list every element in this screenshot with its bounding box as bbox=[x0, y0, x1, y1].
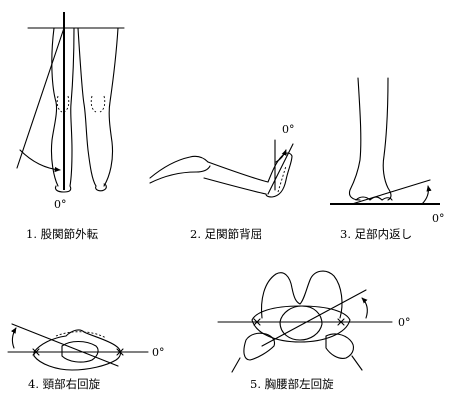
angle-arrow bbox=[19, 149, 61, 173]
torso-top-view-illustration bbox=[231, 270, 363, 373]
leg-illustration bbox=[348, 77, 393, 201]
figure-neck-right-rotation: 0° 4. 頸部右回旋 bbox=[7, 323, 165, 391]
figure-hip-abduction: 0° 1. 股関節外転 bbox=[16, 12, 125, 241]
landmark-marks bbox=[32, 348, 124, 356]
zero-degree-label: 0° bbox=[152, 346, 165, 359]
zero-degree-label: 0° bbox=[282, 123, 295, 136]
angle-arrow bbox=[421, 185, 432, 205]
zero-degree-label: 0° bbox=[398, 316, 411, 329]
zero-degree-label: 0° bbox=[432, 212, 445, 225]
figure-thoracolumbar-left-rotation: 0° 5. 胸腰部左回旋 bbox=[217, 270, 411, 391]
figure-ankle-dorsiflexion: 0° 2. 足関節背屈 bbox=[149, 123, 295, 241]
goniometer-arm-line bbox=[11, 323, 119, 367]
zero-degree-label: 0° bbox=[54, 198, 67, 211]
angle-arrow bbox=[361, 297, 368, 319]
goniometer-arm-line bbox=[351, 179, 431, 205]
goniometer-arm-line bbox=[261, 289, 367, 347]
figure-caption: 2. 足関節背屈 bbox=[190, 227, 262, 241]
goniometer-arm-line bbox=[16, 27, 65, 169]
goniometer-arm-line bbox=[267, 143, 294, 195]
angle-arrow bbox=[11, 327, 17, 349]
figure-foot-inversion: 0° 3. 足部内返し bbox=[330, 77, 445, 241]
figure-caption: 4. 頸部右回旋 bbox=[28, 377, 101, 391]
angle-arrow bbox=[275, 149, 287, 163]
leg-illustration bbox=[149, 152, 293, 198]
legs-illustration bbox=[27, 27, 125, 193]
landmark-marks bbox=[253, 318, 345, 326]
figure-caption: 3. 足部内返し bbox=[340, 227, 412, 241]
figure-caption: 5. 胸腰部左回旋 bbox=[250, 377, 334, 391]
head-top-view-illustration bbox=[33, 329, 122, 371]
figure-caption: 1. 股関節外転 bbox=[26, 227, 99, 241]
